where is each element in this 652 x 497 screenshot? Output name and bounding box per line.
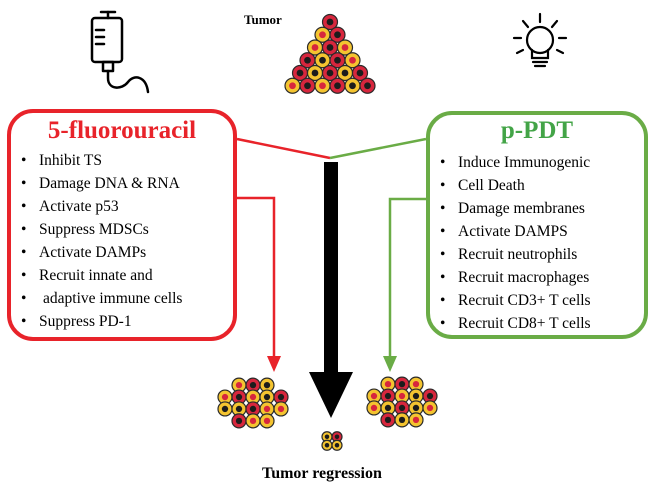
main-arrow-shaft [324, 162, 338, 374]
tumor-cell-icon [315, 78, 330, 93]
tumor-cell-icon [360, 78, 375, 93]
tumor-label: Tumor [244, 12, 282, 28]
tumor-cell-icon [232, 414, 246, 428]
tumor-cell-icon [274, 402, 288, 416]
list-item: Damage DNA & RNA [21, 172, 235, 195]
tumor-cell-icon [332, 440, 342, 450]
list-item: Recruit CD8+ T cells [440, 312, 646, 335]
list-item: Recruit macrophages [440, 266, 646, 289]
main-arrow-head [309, 372, 353, 418]
tumor-cluster-treated-pdt [367, 377, 437, 427]
tumor-cell-icon [300, 78, 315, 93]
pdt-arrow [390, 199, 426, 358]
tumor-cell-icon [423, 401, 437, 415]
tumor-cluster-treated-5fu [218, 378, 288, 428]
tumor-cell-icon [381, 413, 395, 427]
tumor-cell-icon [367, 401, 381, 415]
list-item: Damage membranes [440, 197, 646, 220]
list-item: Activate DAMPS [440, 220, 646, 243]
tumor-cell-icon [345, 78, 360, 93]
pdt-panel: p-PDT Induce Immunogenic Cell Death Dama… [426, 111, 648, 339]
pdt-arrowhead [383, 356, 397, 372]
light-bulb-icon [514, 14, 566, 66]
tumor-cell-icon [285, 78, 300, 93]
tumor-cluster-regressed [322, 432, 342, 451]
pdt-connector-line [330, 139, 426, 158]
list-item: Recruit neutrophils [440, 243, 646, 266]
list-item: Suppress MDSCs [21, 218, 235, 241]
list-item: Suppress PD-1 [21, 310, 235, 333]
tumor-cell-icon [322, 440, 332, 450]
fluorouracil-panel: 5-fluorouracil Inhibit TS Damage DNA & R… [7, 109, 237, 341]
list-item: Activate DAMPs [21, 241, 235, 264]
fluorouracil-arrow [237, 198, 274, 358]
list-item: Recruit innate and [21, 264, 235, 287]
tumor-cell-icon [395, 413, 409, 427]
fluorouracil-connector-line [237, 139, 330, 158]
tumor-cell-icon [330, 78, 345, 93]
tumor-cell-icon [218, 402, 232, 416]
list-item: Inhibit TS [21, 149, 235, 172]
list-item: Recruit CD3+ T cells [440, 289, 646, 312]
pdt-title: p-PDT [430, 117, 644, 145]
tumor-cell-icon [246, 414, 260, 428]
tumor-cell-icon [409, 413, 423, 427]
tumor-cell-icon [260, 414, 274, 428]
tumor-cluster-large [285, 15, 375, 94]
pdt-effects-list: Induce Immunogenic Cell Death Damage mem… [440, 151, 646, 335]
list-item: Induce Immunogenic [440, 151, 646, 174]
fluorouracil-title: 5-fluorouracil [11, 117, 233, 145]
tumor-regression-label: Tumor regression [262, 465, 382, 483]
fluorouracil-effects-list: Inhibit TS Damage DNA & RNA Activate p53… [21, 149, 235, 333]
iv-bag-icon [92, 12, 148, 92]
fluorouracil-arrowhead [267, 356, 281, 372]
list-item: Activate p53 [21, 195, 235, 218]
list-item-continuation: Cell Death [440, 174, 646, 197]
list-item-continuation: adaptive immune cells [21, 287, 235, 310]
